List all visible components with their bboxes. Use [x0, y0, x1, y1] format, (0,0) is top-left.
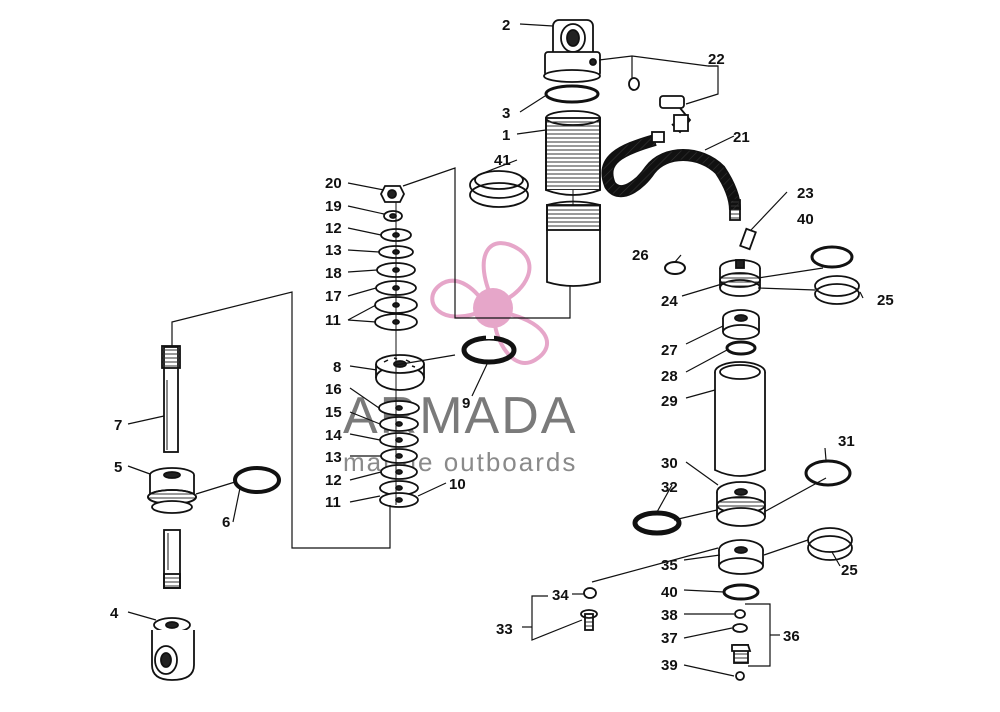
- part-36-valve-assembly: [731, 644, 752, 664]
- part-6-oring: [233, 466, 281, 494]
- part-40-oring-bottom: [722, 583, 760, 601]
- part-2-eyelet: [543, 19, 601, 83]
- callout-2: 2: [502, 17, 510, 34]
- callout-26: 26: [632, 247, 649, 264]
- part-38-ball: [734, 609, 746, 619]
- part-34-washer: [583, 587, 597, 599]
- callout-39: 39: [661, 657, 678, 674]
- part-lower-rod: [163, 529, 181, 589]
- callout-21: 21: [733, 129, 750, 146]
- callout-13-top: 13: [325, 242, 342, 259]
- leader-lines: [127, 23, 864, 677]
- callout-6: 6: [222, 514, 230, 531]
- callout-13-bottom: 13: [325, 449, 342, 466]
- callout-37: 37: [661, 630, 678, 647]
- part-29-reservoir: [714, 361, 766, 477]
- part-20-nut: [379, 185, 406, 203]
- callout-19: 19: [325, 198, 342, 215]
- part-27-piston: [722, 309, 760, 340]
- part-3-oring: [544, 84, 600, 104]
- part-41-ring: [469, 170, 529, 208]
- shock-body-lower: [546, 200, 601, 287]
- callout-12-bottom: 12: [325, 472, 342, 489]
- part-22-fitting: [628, 77, 692, 134]
- callout-34: 34: [552, 587, 569, 604]
- callout-20: 20: [325, 175, 342, 192]
- callout-5: 5: [114, 459, 122, 476]
- part-21-hose: [601, 131, 741, 221]
- callout-30: 30: [661, 455, 678, 472]
- part-26-ring: [664, 261, 686, 275]
- part-1-spring: [545, 110, 601, 196]
- callout-33: 33: [496, 621, 513, 638]
- part-25-ring-top: [814, 275, 860, 305]
- part-35-cap: [718, 539, 764, 575]
- part-5-cap: [147, 467, 197, 514]
- callout-28: 28: [661, 368, 678, 385]
- part-23-valve: [739, 227, 757, 251]
- callout-41: 41: [494, 152, 511, 169]
- callout-15: 15: [325, 404, 342, 421]
- callout-18: 18: [325, 265, 342, 282]
- part-4-eye-mount: [151, 617, 195, 681]
- callout-11-bottom: 11: [325, 494, 341, 511]
- callout-1: 1: [502, 127, 510, 144]
- callout-35: 35: [661, 557, 678, 574]
- part-37-washer: [732, 623, 748, 633]
- callout-25-top: 25: [877, 292, 894, 309]
- callout-10: 10: [449, 476, 466, 493]
- propeller-icon: [430, 241, 549, 365]
- callout-7: 7: [114, 417, 122, 434]
- callout-labels: 2 3 1 41 22 21 23 40 26 24 25 27 28 29 3…: [110, 17, 894, 674]
- part-9-ring: [461, 335, 517, 365]
- callout-17: 17: [325, 288, 342, 305]
- watermark-title: ARMADA: [343, 387, 577, 445]
- callout-22: 22: [708, 51, 725, 68]
- callout-9: 9: [462, 395, 470, 412]
- callout-31: 31: [838, 433, 855, 450]
- callout-40-bottom: 40: [661, 584, 678, 601]
- callout-27: 27: [661, 342, 678, 359]
- part-7-shaft: [161, 345, 181, 453]
- callout-4: 4: [110, 605, 119, 622]
- part-24-cap: [719, 259, 761, 297]
- part-8-piston: [375, 354, 425, 391]
- parts-artwork: [147, 19, 860, 681]
- callout-32: 32: [661, 479, 678, 496]
- part-19-washer: [383, 210, 403, 222]
- part-30-piston: [716, 481, 766, 527]
- lower-shim-stack: [378, 400, 420, 508]
- part-32-ring: [632, 510, 682, 536]
- callout-14: 14: [325, 427, 342, 444]
- callout-16: 16: [325, 381, 342, 398]
- part-40-oring-top: [810, 245, 854, 269]
- callout-24: 24: [661, 293, 678, 310]
- callout-25-bottom: 25: [841, 562, 858, 579]
- part-25-ring-bottom: [807, 527, 853, 561]
- callout-8: 8: [333, 359, 341, 376]
- part-33-screw: [580, 609, 598, 631]
- part-28-oring: [725, 340, 757, 356]
- callout-29: 29: [661, 393, 678, 410]
- callout-3: 3: [502, 105, 510, 122]
- part-31-oring: [804, 459, 852, 487]
- callout-12-top: 12: [325, 220, 342, 237]
- callout-40-top: 40: [797, 211, 814, 228]
- callout-38: 38: [661, 607, 678, 624]
- callout-36: 36: [783, 628, 800, 645]
- part-39-screw: [735, 671, 745, 681]
- callout-11-top: 11: [325, 312, 341, 329]
- callout-23: 23: [797, 185, 814, 202]
